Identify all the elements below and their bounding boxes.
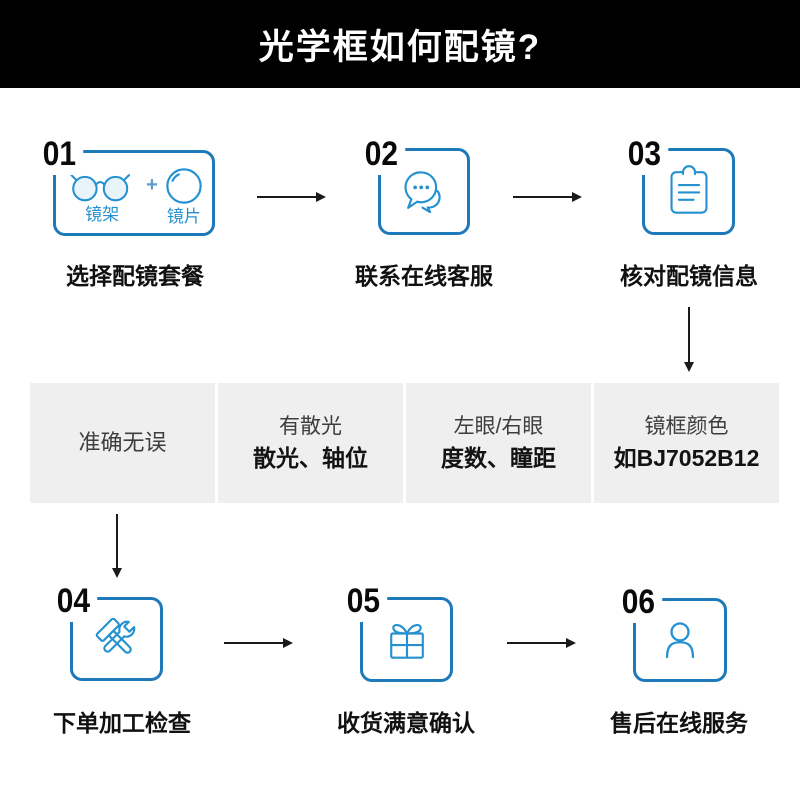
arrow-step5-to-step6 [507,638,576,648]
info-line: 有散光 [279,415,342,438]
arrow-step4-to-step5 [224,638,293,648]
step-01-label: 选择配镜套餐 [66,263,204,289]
info-box-frame-color: 镜框颜色 如BJ7052B12 [594,383,779,503]
page-title: 光学框如何配镜? [258,27,542,67]
hammer-wrench-icon [95,617,135,654]
info-box-eyes: 左眼/右眼 度数、瞳距 [406,383,591,503]
step-05-label: 收货满意确认 [337,710,475,736]
info-line: 准确无误 [78,430,167,455]
arrow-info-to-step4 [112,514,122,578]
step-04-label: 下单加工检查 [53,710,191,736]
step-06-number: 06 [620,585,663,623]
arrow-step2-to-step3 [513,192,582,202]
hammer [95,617,132,654]
user-icon [665,622,695,659]
info-line: 左眼/右眼 [453,415,544,438]
frame-column: 镜架 [65,167,139,223]
step-01-number: 01 [41,137,84,175]
frame-plus-lens: 镜架 + 镜片 [65,161,203,225]
step-03-number: 03 [626,137,669,175]
plus-sign: + [146,174,158,196]
step-05-number: 05 [345,584,388,622]
arrow-step3-to-info [684,307,694,372]
lens-column: 镜片 [165,167,203,225]
info-line-bold: 度数、瞳距 [441,445,556,471]
gift-box-icon [389,623,424,659]
lens-label: 镜片 [166,207,201,226]
lens-icon [166,168,202,204]
title-banner: 光学框如何配镜? [0,0,800,88]
frame-label: 镜架 [85,205,120,224]
step-04-number: 04 [55,584,98,622]
wrench [102,620,135,653]
chat-bubbles-icon [404,170,441,213]
glasses-icon [70,174,131,202]
info-box-accuracy: 准确无误 [30,383,215,503]
step-06-label: 售后在线服务 [610,710,748,736]
info-line-bold: 散光、轴位 [253,445,368,471]
step-03-label: 核对配镜信息 [620,263,758,289]
info-box-astigmatism: 有散光 散光、轴位 [218,383,403,503]
arrow-step1-to-step2 [257,192,326,202]
info-line: 镜框颜色 [644,415,729,438]
clipboard-icon [669,165,708,214]
info-line-bold: 如BJ7052B12 [613,445,760,471]
step-02-number: 02 [363,137,406,175]
step-02-label: 联系在线客服 [355,263,493,289]
